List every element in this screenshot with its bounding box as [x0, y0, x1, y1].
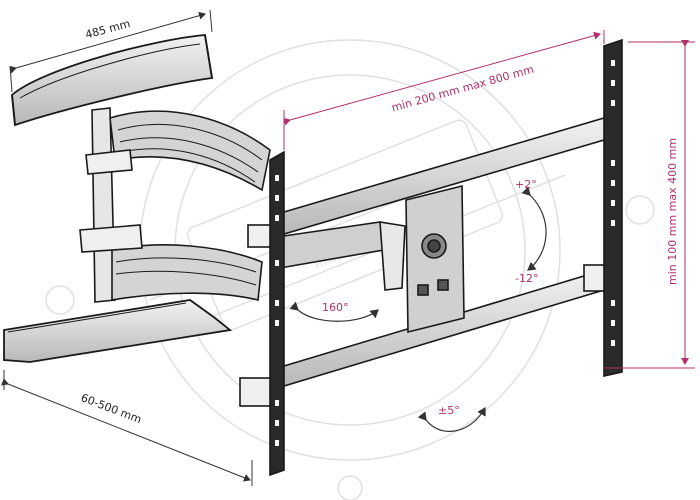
rotation-label: ±5° — [438, 404, 460, 417]
rail-holes — [275, 60, 615, 446]
tilt-up-label: +2° — [515, 178, 537, 191]
dim-vesa-vertical-label: min 100 mm max 400 mm — [666, 138, 679, 285]
dim-vesa-horizontal — [283, 30, 605, 150]
swivel-arc — [289, 301, 379, 322]
dim-extension-label: 60-500 mm — [79, 391, 143, 426]
rotation-arc — [417, 406, 486, 432]
swivel-label: 160° — [322, 301, 349, 314]
dim-extension — [0, 370, 253, 486]
dim-wall-plate — [9, 9, 213, 93]
wall-plate — [11, 34, 214, 127]
lower-arm-base — [3, 299, 233, 363]
dim-vesa-horizontal-label: min 200 mm max 800 mm — [390, 63, 535, 115]
dim-wall-plate-label: 485 mm — [84, 17, 132, 41]
tilt-arc — [521, 186, 547, 271]
articulating-arms — [79, 107, 406, 303]
tilt-down-label: -12° — [515, 272, 538, 285]
dim-vesa-vertical — [604, 40, 695, 369]
tv-bracket — [239, 38, 623, 477]
